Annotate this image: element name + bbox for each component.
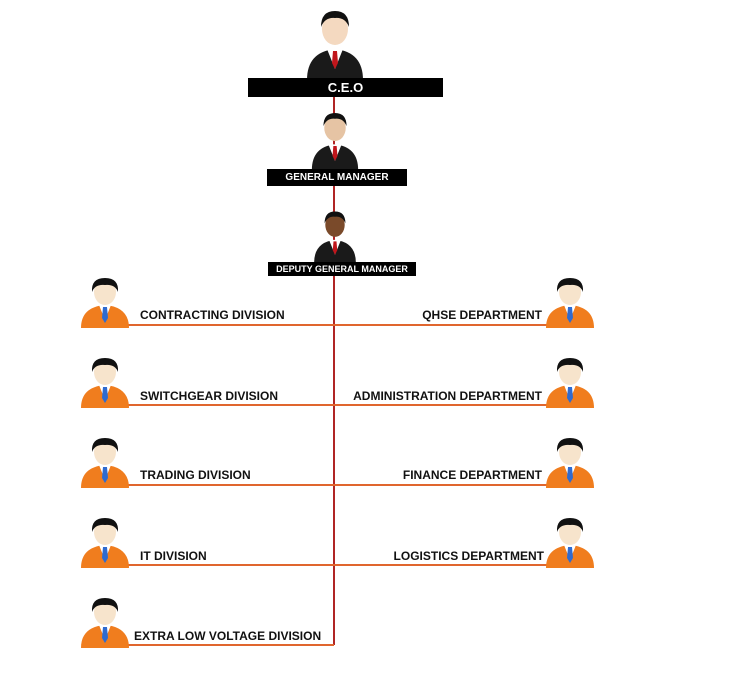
administration-department-avatar-icon [546, 358, 594, 408]
dgm-label: DEPUTY GENERAL MANAGER [268, 262, 416, 276]
switchgear-division-label: SWITCHGEAR DIVISION [140, 389, 279, 403]
contracting-division-label: CONTRACTING DIVISION [140, 308, 285, 322]
gm-label: GENERAL MANAGER [267, 169, 407, 186]
finance-department-avatar-icon [546, 438, 594, 488]
administration-department-label: ADMINISTRATION DEPARTMENT [353, 389, 542, 403]
it-division-avatar-icon [81, 518, 129, 568]
ceo-label: C.E.O [248, 78, 443, 97]
trading-division-label: TRADING DIVISION [140, 468, 251, 482]
finance-department-label: FINANCE DEPARTMENT [402, 468, 542, 482]
ceo-avatar-icon [307, 11, 363, 80]
qhse-department-label: QHSE DEPARTMENT [422, 308, 542, 322]
logistics-department-label: LOGISTICS DEPARTMENT [393, 549, 544, 563]
qhse-department-avatar-icon [546, 278, 594, 328]
it-division-label: IT DIVISION [140, 549, 207, 563]
gm-avatar-icon [311, 112, 359, 170]
logistics-department-avatar-icon [546, 518, 594, 568]
dgm-avatar-icon [314, 211, 356, 263]
elv-division-label: EXTRA LOW VOLTAGE DIVISION [134, 629, 322, 643]
trading-division-avatar-icon [81, 438, 129, 488]
contracting-division-avatar-icon [81, 278, 129, 328]
elv-division-avatar-icon [81, 598, 129, 648]
switchgear-division-avatar-icon [81, 358, 129, 408]
